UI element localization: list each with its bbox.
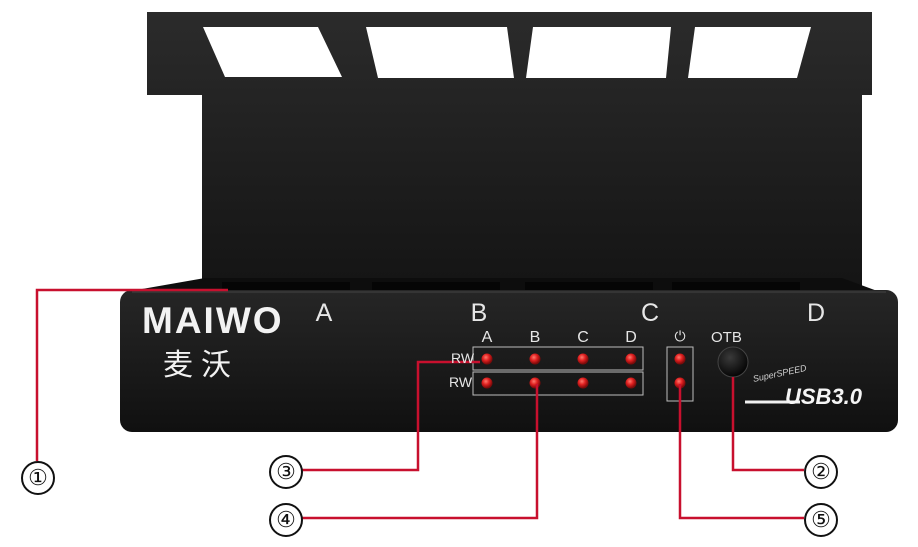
brand-logo-chinese: 麦沃 xyxy=(163,348,239,383)
led-row1-d xyxy=(625,353,637,365)
led-power xyxy=(674,353,686,365)
leader-line-4 xyxy=(301,384,539,520)
leader-line-3 xyxy=(301,360,480,472)
led-row1-a xyxy=(481,353,493,365)
leader-lines xyxy=(35,288,804,520)
led-row2-a xyxy=(481,377,493,389)
slot-label-c: C xyxy=(640,299,660,327)
led-row1-c xyxy=(577,353,589,365)
slot-label-d: D xyxy=(806,299,826,327)
led-row-label-top: RW xyxy=(451,350,475,366)
led-otb xyxy=(674,377,686,389)
otb-label: OTB xyxy=(711,329,742,346)
usb-logo-text: USB3.0 xyxy=(785,384,863,409)
callout-3: ③ xyxy=(269,455,303,489)
led-column-label-a: A xyxy=(481,329,493,346)
slot-opening-d xyxy=(672,282,800,290)
callout-4: ④ xyxy=(269,503,303,537)
leader-line-2 xyxy=(731,377,804,472)
led-row-label-bottom: RW xyxy=(449,374,473,390)
back-plate xyxy=(147,12,872,290)
led-group-outline-bottom xyxy=(472,371,644,396)
brand-logo-latin: MAIWO xyxy=(142,300,284,341)
leader-line-1 xyxy=(35,288,228,461)
led-column-label-d: D xyxy=(625,329,637,346)
slot-label-a: A xyxy=(315,299,333,327)
callout-1: ① xyxy=(21,461,55,495)
slot-opening-b xyxy=(372,282,500,290)
slot-label-b: B xyxy=(470,299,488,327)
led-row2-c xyxy=(577,377,589,389)
led-row2-d xyxy=(625,377,637,389)
power-icon: ⏻ xyxy=(674,328,686,344)
otb-button[interactable] xyxy=(717,346,749,378)
base-body xyxy=(120,290,898,432)
slot-opening-a xyxy=(222,282,350,290)
led-row1-b xyxy=(529,353,541,365)
led-column-label-b: B xyxy=(529,329,541,346)
slot-opening-c xyxy=(525,282,653,290)
callout-2: ② xyxy=(804,455,838,489)
leader-line-5 xyxy=(678,384,804,520)
led-row2-b xyxy=(529,377,541,389)
led-group-outline-top xyxy=(472,346,644,371)
callout-5: ⑤ xyxy=(804,503,838,537)
led-column-label-c: C xyxy=(577,329,589,346)
